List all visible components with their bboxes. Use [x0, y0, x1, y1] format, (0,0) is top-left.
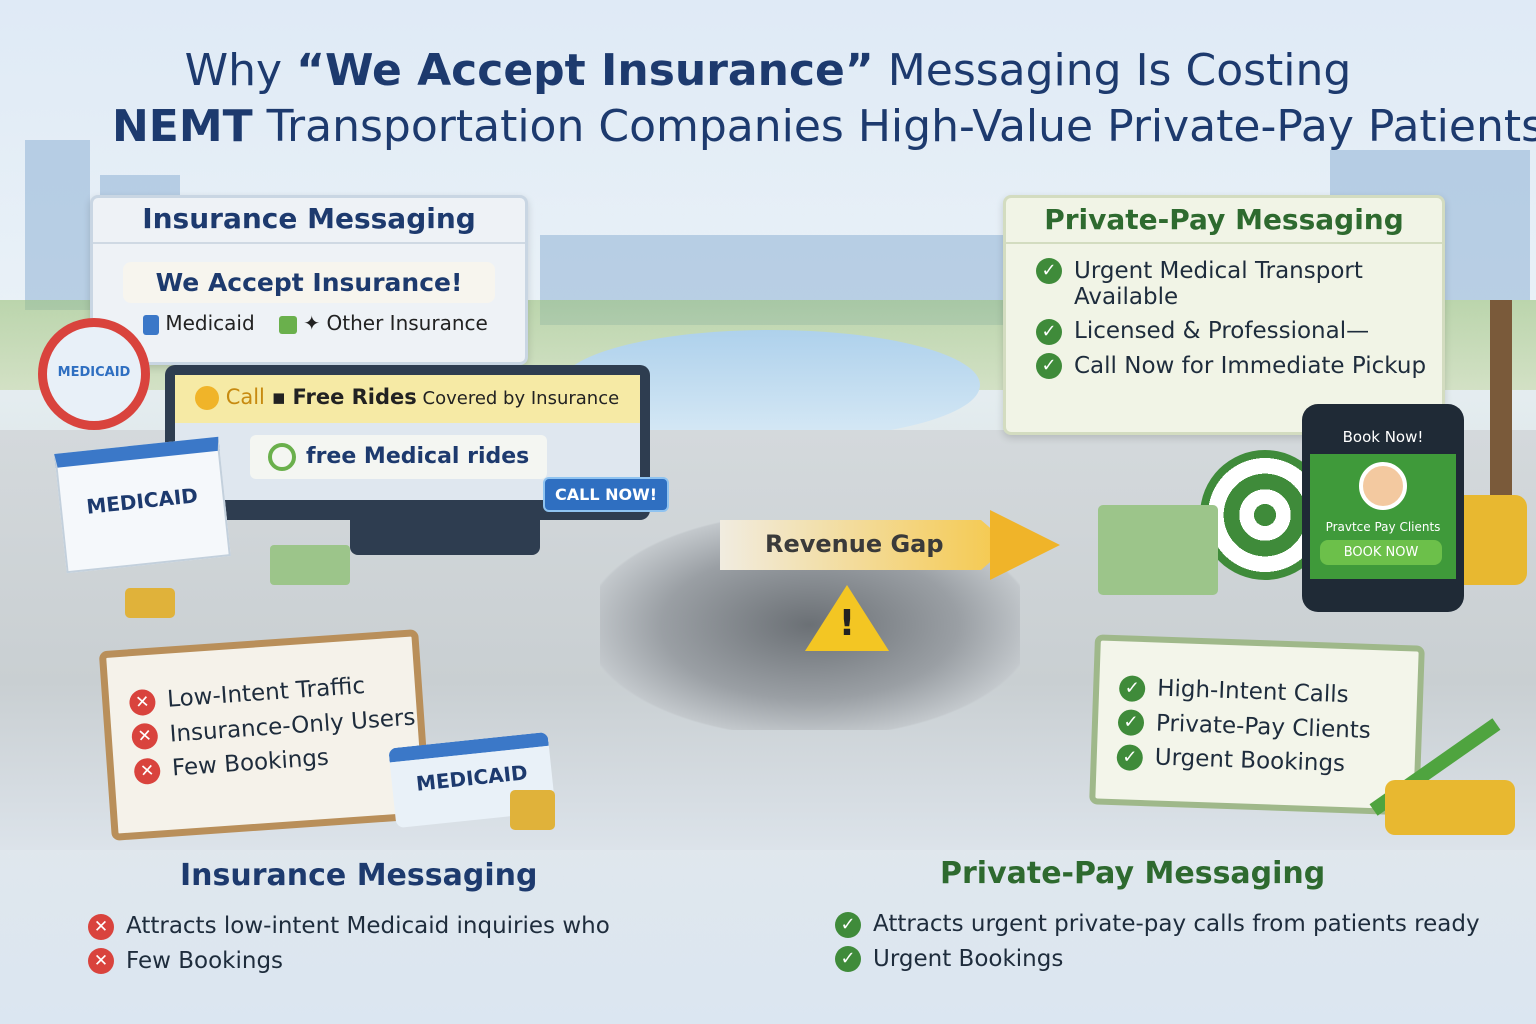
avatar [1359, 462, 1407, 510]
list-item: ✓ Licensed & Professional— [1036, 318, 1442, 345]
insurance-panel-header: Insurance Messaging [93, 198, 525, 244]
title-text: Messaging Is Costing [873, 45, 1352, 96]
revenue-gap-label: Revenue Gap [765, 530, 944, 558]
check-icon: ✓ [1036, 353, 1062, 379]
list-item: ✕ Attracts low-intent Medicaid inquiries … [88, 913, 610, 940]
private-pay-panel: Private-Pay Messaging ✓ Urgent Medical Tr… [1003, 195, 1445, 435]
phone-caption: Pravtce Pay Clients [1325, 520, 1441, 534]
call-text: Call [225, 385, 265, 409]
check-icon: ✓ [1036, 318, 1062, 345]
item-text: Attracts urgent private-pay calls from p… [873, 911, 1480, 937]
x-icon: ✕ [88, 913, 114, 940]
list-item: ✓ Urgent Bookings [1116, 743, 1415, 780]
revenue-gap-arrow [720, 520, 1010, 570]
phone-title: Book Now! [1342, 428, 1424, 446]
list-item: ✓ Attracts urgent private-pay calls from … [835, 911, 1480, 938]
bottom-private-pay-header: Private-Pay Messaging [940, 856, 1326, 891]
list-item: ✓ Urgent Medical Transport Available [1036, 258, 1442, 310]
list-item: ✕ Few Bookings [88, 947, 610, 974]
face-icon [268, 443, 296, 471]
item-text: Urgent Bookings [1154, 744, 1346, 778]
phone-screen: Pravtce Pay Clients BOOK NOW [1310, 454, 1456, 579]
bottom-insurance-header: Insurance Messaging [180, 858, 538, 893]
cash-stack-left [270, 545, 350, 585]
item-text: Low-Intent Traffic [166, 672, 366, 713]
free-medical-text: free Medical rides [306, 444, 530, 469]
covered-text: Covered by Insurance [416, 388, 620, 409]
x-icon: ✕ [133, 756, 162, 785]
no-sign-card-text: MEDICAID [57, 365, 131, 380]
free-medical-rides: free Medical rides [250, 435, 548, 479]
left-clipboard: ✕Low-Intent Traffic ✕Insurance-Only User… [98, 629, 432, 841]
book-now-button[interactable]: BOOK NOW [1320, 540, 1442, 565]
tag-other-insurance: Other Insurance [326, 311, 488, 335]
skyline-left [25, 140, 90, 310]
insurance-panel: Insurance Messaging We Accept Insurance!… [90, 195, 528, 365]
bottom-private-pay-list: ✓ Attracts urgent private-pay calls from … [835, 903, 1480, 980]
check-icon: ✓ [1116, 743, 1144, 771]
check-icon [279, 315, 298, 334]
gold-coins [1385, 780, 1515, 835]
padlock-icon [125, 588, 175, 618]
right-clipboard: ✓High-Intent Calls ✓Private-Pay Clients … [1089, 634, 1425, 816]
insurance-tags: Medicaid ✦ Other Insurance [143, 311, 525, 335]
free-rides-banner: Call ▪ Free Rides Covered by Insurance [175, 375, 640, 423]
x-icon: ✕ [128, 688, 157, 716]
gold-coins [1452, 495, 1527, 585]
private-pay-list: ✓ Urgent Medical Transport Available ✓ Lic… [1006, 244, 1442, 379]
monitor-stand [350, 520, 540, 555]
title-line-2: NEMT Transportation Companies High-Value… [60, 100, 1536, 154]
check-icon: ✓ [1118, 674, 1146, 702]
title-text: Why [184, 45, 297, 96]
item-text: Call Now for Immediate Pickup [1074, 352, 1427, 379]
x-icon: ✕ [130, 722, 159, 751]
list-item: ✓ Urgent Bookings [835, 945, 1480, 972]
item-text: Licensed & Professional— [1074, 318, 1370, 344]
item-text: Few Bookings [171, 744, 330, 782]
phone: Book Now! Pravtce Pay Clients BOOK NOW [1302, 404, 1464, 612]
medicaid-card-text: MEDICAID [85, 483, 199, 519]
title-nemt: NEMT [111, 101, 253, 152]
call-now-button[interactable]: CALL NOW! [543, 477, 670, 512]
x-icon: ✕ [88, 948, 114, 974]
medicaid-document: MEDICAID [54, 436, 231, 574]
title-quote: “We Accept Insurance” [296, 45, 874, 96]
check-icon: ✓ [835, 946, 861, 972]
accept-banner: We Accept Insurance! [123, 262, 495, 303]
chain-lock-icon [510, 790, 555, 830]
item-text: Urgent Medical Transport Available [1074, 258, 1363, 310]
check-icon: ✓ [1117, 709, 1145, 737]
bottom-insurance-list: ✕ Attracts low-intent Medicaid inquiries … [88, 905, 610, 982]
list-item: ✓ High-Intent Calls [1118, 674, 1418, 711]
item-text: Few Bookings [126, 947, 284, 974]
list-item: ✓ Call Now for Immediate Pickup [1036, 352, 1442, 379]
tag-medicaid: Medicaid [165, 311, 255, 335]
check-icon: ✓ [835, 911, 861, 938]
monitor: Call ▪ Free Rides Covered by Insurance f… [165, 365, 650, 520]
title-line-1: Why “We Accept Insurance” Messaging Is C… [0, 44, 1536, 98]
no-medicaid-icon: MEDICAID [38, 318, 150, 430]
item-text: Attracts low-intent Medicaid inquiries w… [126, 913, 610, 939]
medicaid-icon [143, 314, 159, 335]
palm-tree [1490, 300, 1512, 520]
item-text: High-Intent Calls [1156, 675, 1350, 709]
item-text: Private-Pay Clients [1155, 709, 1372, 744]
title-text: Transportation Companies High-Value Priv… [252, 101, 1536, 152]
list-item: ✓ Private-Pay Clients [1117, 709, 1417, 746]
cash-stack-right [1098, 505, 1218, 595]
free-rides-text: Free Rides [292, 385, 417, 409]
item-text: Urgent Bookings [873, 945, 1064, 972]
phone-icon [195, 386, 219, 410]
check-icon: ✓ [1036, 258, 1062, 284]
private-pay-panel-header: Private-Pay Messaging [1006, 198, 1442, 244]
